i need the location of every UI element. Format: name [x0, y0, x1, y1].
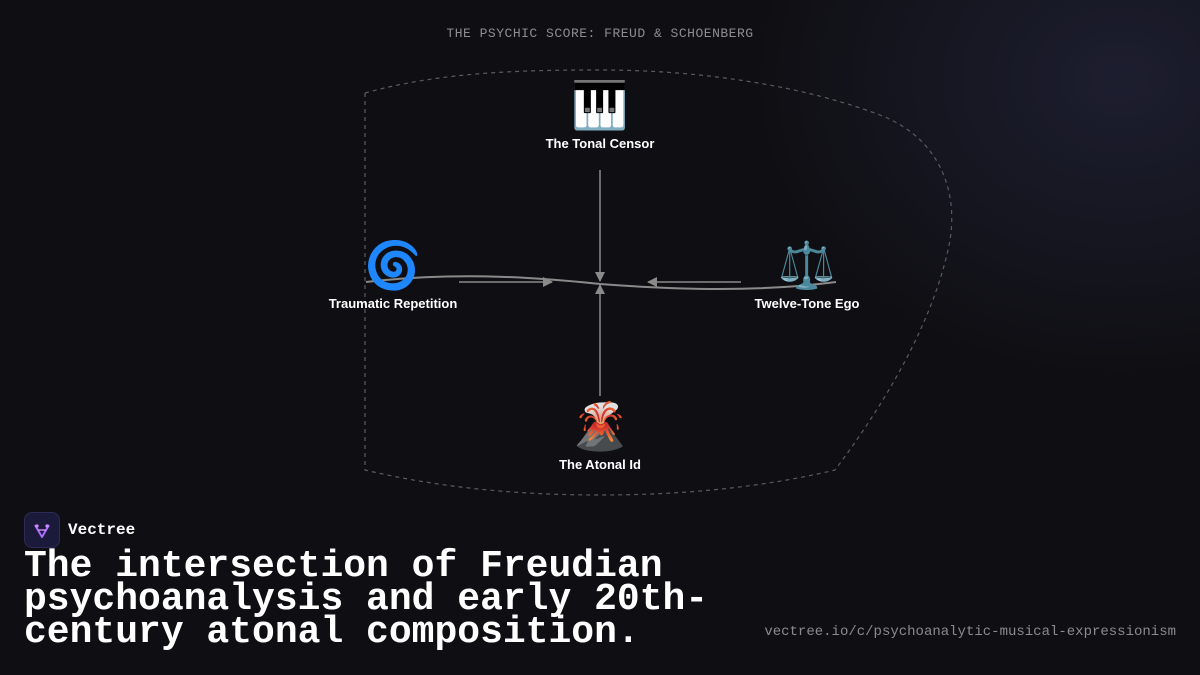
node-tonal-censor: 🎹 The Tonal Censor [490, 78, 710, 151]
spiral-icon: 🌀 [364, 238, 422, 292]
node-atonal-id: 🌋 The Atonal Id [490, 399, 710, 472]
node-label: Traumatic Repetition [328, 296, 458, 311]
node-twelve-tone-ego: ⚖️ Twelve-Tone Ego [697, 238, 917, 311]
node-label: The Atonal Id [559, 457, 641, 472]
vectree-logo-icon [24, 512, 60, 548]
node-label: Twelve-Tone Ego [754, 296, 860, 311]
source-url[interactable]: vectree.io/c/psychoanalytic-musical-expr… [764, 624, 1176, 640]
headline: The intersection of Freudian psychoanaly… [24, 545, 709, 654]
volcano-icon: 🌋 [571, 399, 629, 453]
piano-keys-icon: 🎹 [571, 78, 629, 132]
boundary-outline [364, 69, 953, 496]
brand[interactable]: Vectree [24, 512, 135, 548]
scales-icon: ⚖️ [778, 238, 836, 292]
brand-name: Vectree [68, 521, 136, 539]
node-label: The Tonal Censor [545, 136, 655, 151]
diagram-title: THE PSYCHIC SCORE: FREUD & SCHOENBERG [446, 26, 754, 41]
node-traumatic-repetition: 🌀 Traumatic Repetition [283, 238, 503, 311]
